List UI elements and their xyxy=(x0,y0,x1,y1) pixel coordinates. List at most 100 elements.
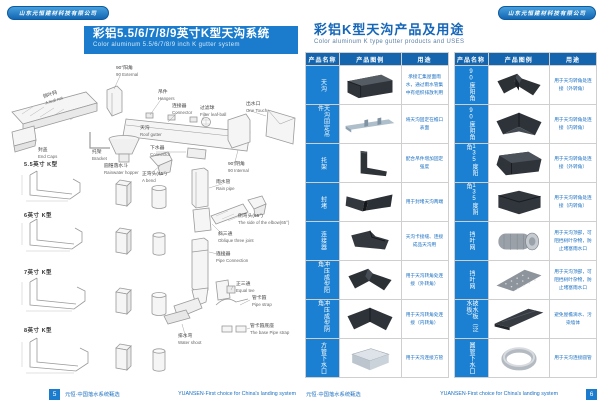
product-use: 用于天沟连接圆管 xyxy=(550,339,596,377)
product-name: 天沟固定吊件 xyxy=(306,105,339,143)
footer-slogan-cn: 元恒·中国落水系统甄选 xyxy=(65,392,120,398)
banner-subtitle: Color aluminum 5.5/6/7/8/9 inch K gutter… xyxy=(93,41,240,48)
left-page: 山东元恒建材科技有限公司 彩铝5.5/6/7/8/9英寸K型天沟系统 Color… xyxy=(0,6,300,401)
page-number: 6 xyxy=(586,388,597,400)
product-use: 用于天沟转角处连接（内转角） xyxy=(401,300,448,338)
product-use: 天沟卡接缝、连接成品天沟用 xyxy=(401,222,448,260)
col-header-name: 产品名称 xyxy=(454,53,488,65)
product-name: 挡叶网 xyxy=(454,222,488,260)
product-use: 用于天沟转角处连接（内转角） xyxy=(550,183,596,221)
product-use: 配合吊件增加固定强度 xyxy=(401,144,448,182)
product-use: 用于天沟顶部，可阻挡树叶杂物，防止堵塞雨水口 xyxy=(550,222,596,260)
left-footer: 5 元恒·中国落水系统甄选 YUANSEN·First choice for C… xyxy=(0,387,300,401)
product-photo-stamped-external-corner xyxy=(340,261,401,299)
diagram-label-side-elbow: 侧弯头(65°)The side of the elbow(65°) xyxy=(238,214,290,225)
product-use: 用于封堵天沟两端 xyxy=(401,183,448,221)
right-title-block: 彩铝K型天沟产品及用途 Color aluminum K type gutter… xyxy=(314,19,464,45)
col-header-use: 用途 xyxy=(401,53,448,65)
product-use: 用于天沟连接方管 xyxy=(401,339,448,377)
right-footer: 元恒·中国落水系统甄选 YUANSEN·First choice for Chi… xyxy=(300,387,600,401)
profile-label-5-5-inch: 5.5英寸 K型 xyxy=(24,162,58,168)
product-name: 圆管下水口 xyxy=(454,339,488,377)
product-photo-135-internal xyxy=(488,183,549,221)
product-photo-90-external xyxy=(488,66,549,104)
product-photo-flashing-board xyxy=(488,300,549,338)
product-photo-connector xyxy=(340,222,401,260)
product-photo-round-outlet xyxy=(488,339,549,377)
profile-label-7-inch: 7英寸 K型 xyxy=(24,270,53,276)
exploded-diagram-drawing xyxy=(11,75,296,374)
footer-slogan-en: YUANSEN·First choice for China's landing… xyxy=(440,391,558,397)
product-name: 方管下水口 xyxy=(306,339,339,377)
product-use: 将天沟固定在檐口表面 xyxy=(401,105,448,143)
product-name: 90度阳角 xyxy=(454,66,488,104)
col-header-name: 产品名称 xyxy=(306,53,339,65)
product-use: 用于天沟转角处连接（外转角） xyxy=(550,144,596,182)
product-name: 冲压成型阴角 xyxy=(306,300,339,338)
product-use: 避免屋檐滴水、污染墙体 xyxy=(550,300,596,338)
profile-label-8-inch: 8英寸 K型 xyxy=(24,328,53,334)
profile-label-6-inch: 6英寸 K型 xyxy=(24,213,53,219)
page-subtitle: Color aluminum K type gutter products an… xyxy=(314,39,465,45)
product-photo-bracket xyxy=(340,144,401,182)
product-photo-end-cap xyxy=(340,183,401,221)
product-name: 天沟 xyxy=(306,66,339,104)
product-photo-gutter xyxy=(340,66,401,104)
banner-title: 彩铝5.5/6/7/8/9英寸K型天沟系统 xyxy=(93,28,270,40)
product-photo-hanger xyxy=(340,105,401,143)
product-name: 连接器 xyxy=(306,222,339,260)
product-use: 承接汇集屋面雨水，通过雨水管集中有组织排放利用 xyxy=(401,66,448,104)
product-use: 用于天沟转角处连接（外转角） xyxy=(550,66,596,104)
product-use: 用于天沟转角处连接（内转角） xyxy=(550,105,596,143)
left-banner: 彩铝5.5/6/7/8/9英寸K型天沟系统 Color aluminum 5.5… xyxy=(84,26,298,54)
product-photo-135-external xyxy=(488,144,549,182)
right-page: 山东元恒建材科技有限公司 彩铝K型天沟产品及用途 Color aluminum … xyxy=(300,0,600,403)
col-header-image: 产品图例 xyxy=(340,53,401,65)
page-title: 彩铝K型天沟产品及用途 xyxy=(314,22,465,37)
diagram-label-bend-65: 正弯头(65°)A bend xyxy=(142,172,167,183)
product-use: 用于天沟转角处连接（外转角） xyxy=(401,261,448,299)
product-photo-90-internal xyxy=(488,105,549,143)
page-number: 5 xyxy=(49,388,60,400)
company-badge: 山东元恒建材科技有限公司 xyxy=(7,6,109,20)
product-name: 135度阴角 xyxy=(454,183,488,221)
company-badge: 山东元恒建材科技有限公司 xyxy=(498,6,596,20)
col-header-image: 产品图例 xyxy=(488,53,549,65)
product-use: 用于天沟顶部，可阻挡树叶杂物，防止堵塞雨水口 xyxy=(550,261,596,299)
product-name: 冲压成型阳角 xyxy=(306,261,339,299)
product-name: 封堵 xyxy=(306,183,339,221)
product-name: 托架 xyxy=(306,144,339,182)
product-photo-stamped-internal-corner xyxy=(340,300,401,338)
product-photo-leaf-guard-roll xyxy=(488,222,549,260)
product-name: 135度阳角 xyxy=(454,144,488,182)
table-group-right: 产品名称 产品图例 用途 90度阳角 用于天沟转角处连接（外转角） 90度阴角 … xyxy=(453,52,597,378)
footer-slogan-en: YUANSEN·First choice for China's landing… xyxy=(178,391,296,397)
product-photo-square-outlet xyxy=(340,339,401,377)
product-table: 产品名称 产品图例 用途 天沟 承接汇集屋面雨水，通过雨水管集中有组织排放利用 … xyxy=(305,52,597,378)
product-name: 90度阴角 xyxy=(454,105,488,143)
product-name: 挡叶网 xyxy=(454,261,488,299)
product-name: 披水板（泛水板） xyxy=(454,300,488,338)
footer-slogan-cn: 元恒·中国落水系统甄选 xyxy=(306,392,361,398)
table-group-left: 产品名称 产品图例 用途 天沟 承接汇集屋面雨水，通过雨水管集中有组织排放利用 … xyxy=(305,52,449,378)
product-photo-leaf-guard-sheet xyxy=(488,261,549,299)
